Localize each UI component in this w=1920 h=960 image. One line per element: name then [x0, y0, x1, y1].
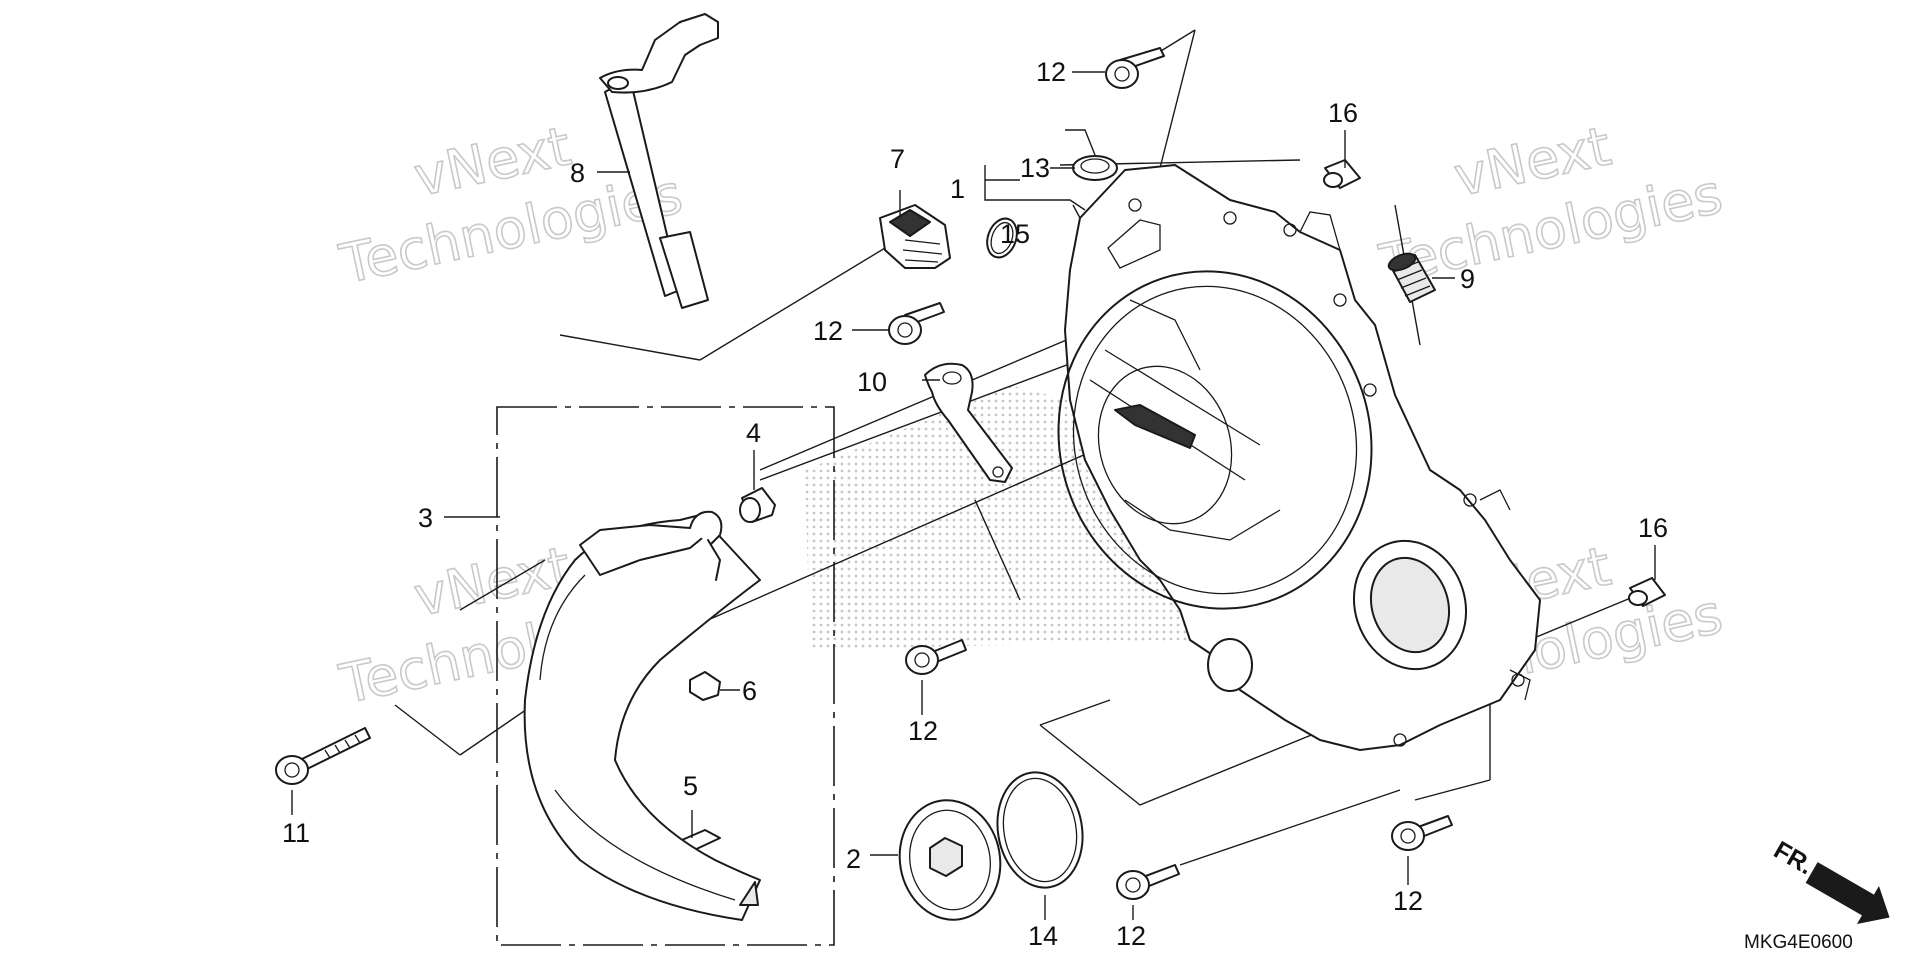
callout-15: 15 [1000, 219, 1030, 249]
part-13-seal[interactable] [1072, 155, 1118, 181]
part-1-clutch-cover[interactable] [1015, 164, 1541, 751]
part-10-clamp[interactable] [924, 362, 1013, 483]
bolt-12-left[interactable] [888, 302, 945, 345]
assembly-3-box [496, 406, 835, 946]
callout-2: 2 [846, 844, 861, 874]
callout-12-left: 12 [813, 316, 843, 346]
part-8-rod[interactable] [599, 13, 719, 309]
part-2-plug[interactable] [890, 792, 1009, 928]
bolt-12-top[interactable] [1105, 47, 1165, 89]
front-direction-marker: FR. [1769, 836, 1890, 925]
part-3-guard[interactable] [523, 510, 761, 921]
bolt-12-center[interactable] [905, 639, 967, 675]
callout-7: 7 [890, 144, 905, 174]
callout-1: 1 [950, 174, 965, 204]
callout-12-center: 12 [908, 716, 938, 746]
callout-9: 9 [1460, 264, 1475, 294]
callout-5: 5 [683, 771, 698, 801]
direction-marker-text: FR. [1769, 836, 1818, 880]
bolt-11[interactable] [275, 727, 371, 785]
diagram-code: MKG4E0600 [1744, 932, 1853, 953]
callout-16-right: 16 [1638, 513, 1668, 543]
part-9-filter[interactable] [1386, 250, 1436, 303]
callout-11: 11 [282, 818, 310, 848]
callout-8: 8 [570, 158, 585, 188]
part-14-oring[interactable] [989, 766, 1092, 895]
callout-14: 14 [1028, 921, 1058, 951]
callout-labels: 1 2 3 4 5 6 7 8 9 10 11 12 12 12 12 12 1… [282, 57, 1668, 951]
part-4-grommet[interactable] [739, 487, 776, 523]
bolt-12-right[interactable] [1391, 815, 1453, 851]
bolt-12-bottom[interactable] [1116, 864, 1180, 900]
callout-12-top: 12 [1036, 57, 1066, 87]
callout-4: 4 [746, 418, 761, 448]
callout-16-top: 16 [1328, 98, 1358, 128]
callout-13: 13 [1020, 153, 1050, 183]
dowel-16-top[interactable] [1323, 159, 1361, 189]
callout-12-right: 12 [1393, 886, 1423, 916]
dowel-16-right[interactable] [1628, 577, 1666, 607]
part-6-nut[interactable] [689, 671, 721, 701]
callout-12-bottom: 12 [1116, 921, 1146, 951]
part-15-oring[interactable] [982, 214, 1022, 261]
callout-3: 3 [418, 503, 433, 533]
callout-10: 10 [857, 367, 887, 397]
callout-6: 6 [742, 676, 757, 706]
callout-leaders [291, 71, 1656, 920]
part-7-cap[interactable] [879, 204, 951, 269]
